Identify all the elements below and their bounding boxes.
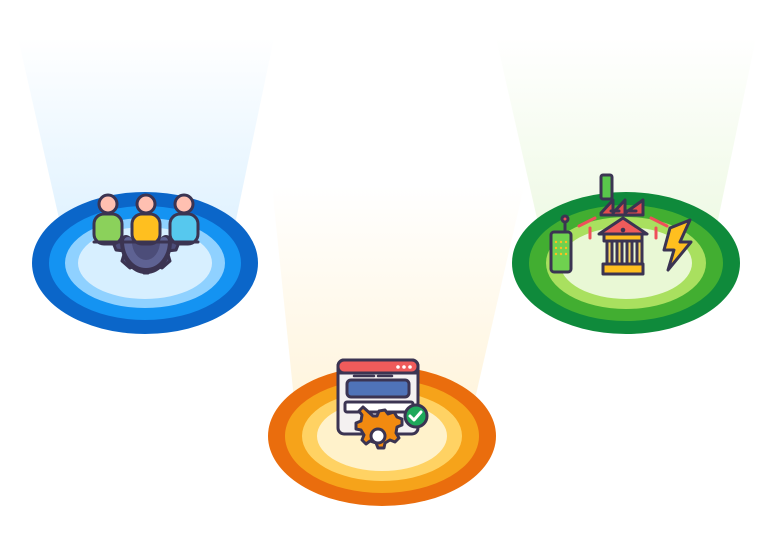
green-light-beam — [496, 38, 756, 258]
industry-network-icon — [549, 173, 693, 276]
blue-light-beam — [18, 38, 274, 258]
web-settings-icon — [336, 358, 429, 450]
team-settings-icon — [92, 193, 200, 275]
